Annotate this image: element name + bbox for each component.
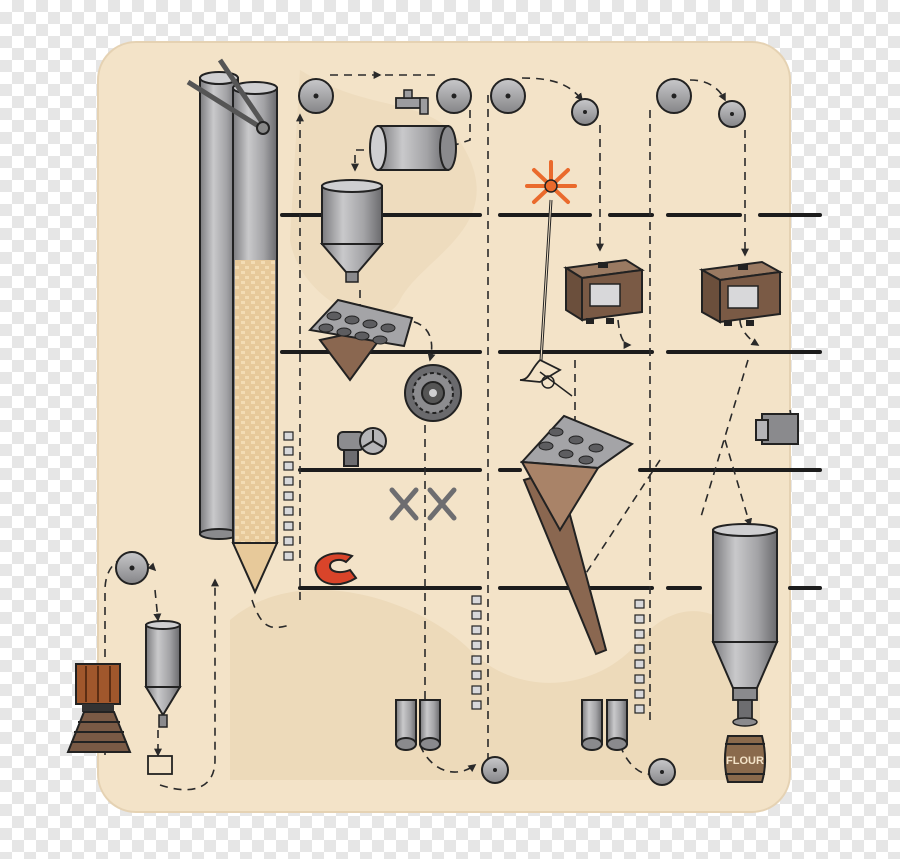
- railcar-icon: [66, 663, 132, 753]
- hopper-icon: [144, 620, 182, 775]
- flour-barrel-icon: FLOUR: [724, 735, 766, 783]
- grain-silo-icon: [186, 58, 279, 595]
- bucket-elevator-icon: [283, 431, 645, 714]
- pulley-hubs: [313, 93, 734, 774]
- purifier-icon: [755, 413, 799, 445]
- flour-barrel-label: FLOUR: [726, 755, 764, 767]
- tempering-tank-icon: [369, 125, 457, 171]
- fan-icon: [337, 427, 387, 467]
- elevator-pulley-icon: [115, 551, 149, 585]
- plansifter-icon: [563, 258, 784, 326]
- beater-x-icon: [389, 487, 457, 521]
- water-tap-icon: [395, 89, 429, 115]
- sieve-screen-icon: [308, 298, 414, 382]
- floor-lines: [280, 213, 822, 590]
- magnet-icon: [314, 552, 358, 586]
- fan-icon: [519, 160, 577, 397]
- hopper-icon: [319, 179, 385, 283]
- flour-bin-icon: [711, 523, 779, 727]
- roller-mill-icon: [395, 699, 628, 751]
- scouring-disc-icon: [404, 364, 462, 422]
- sieve-screen-icon: [519, 414, 635, 656]
